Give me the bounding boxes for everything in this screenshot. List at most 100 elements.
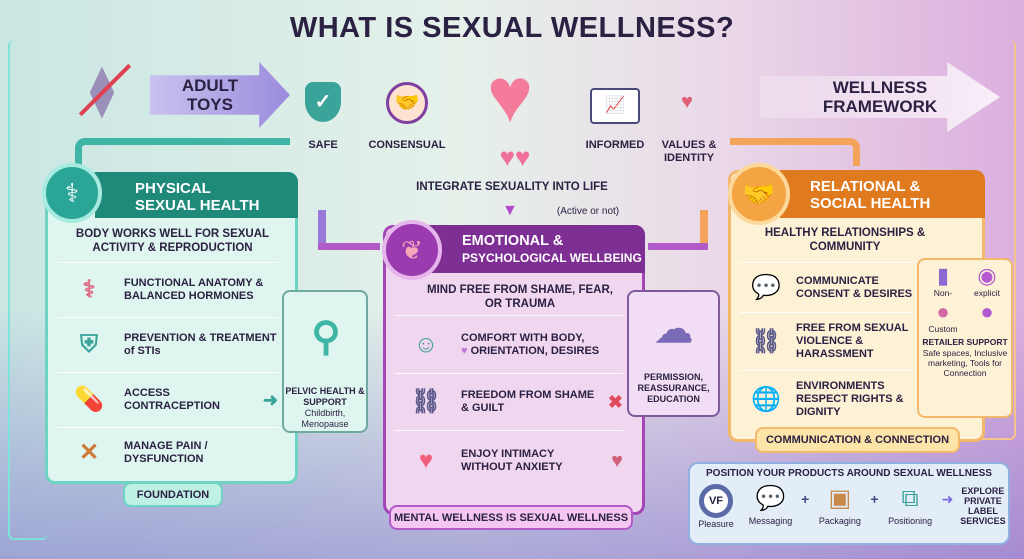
emotional-header: EMOTIONAL & PSYCHOLOGICAL WELLBEING	[430, 225, 645, 273]
connector-arrow	[730, 138, 860, 166]
toy-icon: ●	[980, 299, 994, 324]
communication-badge: COMMUNICATION & CONNECTION	[755, 427, 960, 453]
adult-toys-label: ADULT TOYS	[181, 76, 239, 114]
position-box	[688, 462, 1010, 545]
page-title: WHAT IS SEXUAL WELLNESS?	[289, 12, 735, 44]
emotional-subtitle: MIND FREE FROM SHAME, FEAR, OR TRAUMA	[427, 284, 613, 310]
list-item: 💬 COMMUNICATE CONSENT & DESIRES	[740, 262, 914, 312]
comfort-label: COMFORT WITH BODY,	[461, 331, 585, 344]
list-item: ⛨PREVENTION & TREATMENT of STIs	[58, 317, 278, 372]
anatomy-icon: ⚕	[82, 276, 96, 303]
pelvic-toys-icon: ⚲	[311, 315, 341, 359]
item-label: ACCESS CONTRACEPTION	[124, 387, 220, 412]
self-hug-icon: ☺	[413, 330, 439, 358]
physical-title-1: PHYSICAL	[135, 180, 211, 197]
box-icon: ▣	[828, 485, 852, 512]
pillar-safe: SAFE	[308, 139, 338, 151]
circuit-decor	[8, 40, 48, 540]
list-item: ☺ COMFORT WITH BODY,♥ ORIENTATION, DESIRE…	[395, 315, 623, 373]
pillar-informed: INFORMED	[585, 139, 645, 151]
connector-arrow	[648, 243, 708, 250]
item-label: MANAGE PAIN / DYSFUNCTION	[124, 439, 208, 465]
item-label: ENVIRONMENTS RESPECT RIGHTS & DIGNITY	[796, 380, 904, 418]
handshake-icon: 🤝	[386, 82, 428, 124]
item-label: FREE FROM SEXUAL VIOLENCE & HARASSMENT	[796, 322, 909, 360]
step-pleasure-item: VF Pleasure	[692, 484, 740, 530]
messaging-icon: 💬	[755, 485, 786, 512]
plus-icon: +	[801, 491, 810, 507]
speech-bubbles-icon: 💬	[751, 273, 781, 301]
item-label: PREVENTION & TREATMENT of STIs	[124, 332, 277, 357]
pillar-values-identity: VALUES & IDENTITY	[661, 139, 717, 164]
emotional-title-1: EMOTIONAL &	[462, 233, 564, 249]
pillar-consensual: CONSENSUAL	[368, 139, 446, 151]
heart-person-icon: ♥	[486, 55, 534, 135]
adult-toys-crossed-icon: ⧫	[62, 52, 142, 128]
retailer-title: RETAILER SUPPORT	[922, 337, 1008, 347]
emotional-title-2: PSYCHOLOGICAL WELLBEING	[462, 251, 642, 265]
arrow-right-icon: ➜	[941, 491, 954, 507]
list-item: ✕ MANAGE PAIN / DYSFUNCTION	[58, 427, 278, 477]
step-pleasure: Pleasure	[698, 519, 734, 529]
emotional-items: ☺COMFORT WITH BODY,♥ ORIENTATION, DESIRE…	[395, 315, 623, 490]
list-item: ⚕FUNCTIONAL ANATOMY & BALANCED HORMONES	[58, 262, 278, 317]
pelvic-title: PELVIC HEALTH & SUPPORT	[285, 386, 365, 407]
foundation-badge: FOUNDATION	[123, 482, 223, 507]
plus-icon: +	[870, 491, 879, 507]
retailer-support-box: ▮Non- ◉explicit ●Custom ● RETAILER SUPPO…	[917, 258, 1013, 418]
retailer-product-grid: ▮Non- ◉explicit ●Custom ●	[921, 263, 1009, 335]
list-item: ♥ENJOY INTIMACY WITHOUT ANXIETY♥	[395, 430, 623, 490]
pelvic-health-box: ⚲ PELVIC HEALTH & SUPPORT Childbirth, Me…	[282, 290, 368, 433]
toy-icon: ●	[936, 299, 950, 324]
condom-icon: ◉	[977, 263, 997, 288]
brain-icon: ❦	[382, 220, 442, 280]
item-label: COMMUNICATE CONSENT & DESIRES	[796, 274, 913, 300]
circuit-decor	[976, 40, 1016, 440]
item-label: FREEDOM FROM SHAME & GUILT	[461, 389, 595, 414]
thinking-person-icon: ☁	[655, 309, 693, 351]
relational-title-2: SOCIAL HEALTH	[810, 195, 931, 212]
list-item: ⛓ FREEDOM FROM SHAME & GUILT ✖	[395, 373, 623, 430]
bottle-icon: ▮	[936, 263, 950, 288]
connector-arrow	[318, 243, 380, 250]
active-note: (Active or not)	[556, 206, 620, 217]
hearts-icon: ♥♥	[499, 142, 531, 172]
permission-label: PERMISSION, REASSURANCE, EDUCATION	[637, 372, 710, 404]
contraception-icon: 💊	[74, 386, 104, 413]
pain-icon: ✕	[78, 438, 100, 466]
explore-private-label-link[interactable]: EXPLORE PRIVATE LABEL SERVICES	[960, 486, 1006, 526]
people-heart-icon: ♥	[681, 91, 693, 113]
relational-subtitle: HEALTHY RELATIONSHIPS & COMMUNITY	[764, 227, 926, 253]
orientation-label: ORIENTATION, DESIRES	[470, 344, 600, 357]
explicit-label: explicit	[974, 288, 1000, 298]
chain-shield-icon: ⛓	[750, 327, 782, 355]
mental-wellness-badge: MENTAL WELLNESS IS SEXUAL WELLNESS	[389, 505, 633, 530]
relational-items: 💬 COMMUNICATE CONSENT & DESIRES ⛓ FREE FRO…	[740, 262, 914, 428]
stethoscope-icon: ⚕	[42, 163, 102, 223]
x-hand-icon: ✖	[607, 392, 623, 412]
down-arrow-icon: ▼	[502, 202, 518, 219]
connector-arrow	[700, 210, 708, 250]
step-packaging-item: ▣ Packaging	[814, 484, 866, 527]
wellness-framework-label: WELLNESS FRAMEWORK	[822, 78, 938, 116]
community-globe-icon: 🌐	[751, 385, 781, 413]
position-steps: VF Pleasure 💬 Messaging + ▣ Packaging + …	[692, 484, 1008, 530]
vf-gear-logo: VF	[699, 484, 733, 518]
heart-icon: ♥	[461, 344, 471, 357]
share-window-icon: ⧉	[901, 485, 919, 512]
list-item: 💊 ACCESS CONTRACEPTION ➜	[58, 372, 278, 427]
item-label: ENJOY INTIMACY WITHOUT ANXIETY	[461, 447, 563, 473]
broken-chain-icon: ⛓	[410, 388, 442, 415]
physical-header: PHYSICAL SEXUAL HEALTH	[95, 172, 298, 218]
pelvic-note: Childbirth, Menopause	[301, 408, 349, 429]
step-positioning-item: ⧉ Positioning	[883, 484, 937, 527]
step-messaging: Messaging	[748, 516, 793, 526]
non-label: Non-	[933, 288, 953, 298]
step-packaging: Packaging	[818, 516, 861, 526]
connector-arrow	[75, 138, 290, 166]
item-label: COMFORT WITH BODY,♥ ORIENTATION, DESIRES	[461, 332, 599, 358]
heart-hand-icon: ♥	[418, 446, 434, 474]
arrow-right-icon: ➜	[262, 390, 278, 410]
book-chart-icon: 📈	[590, 88, 640, 124]
physical-subtitle: BODY WORKS WELL FOR SEXUAL ACTIVITY & RE…	[75, 228, 270, 254]
